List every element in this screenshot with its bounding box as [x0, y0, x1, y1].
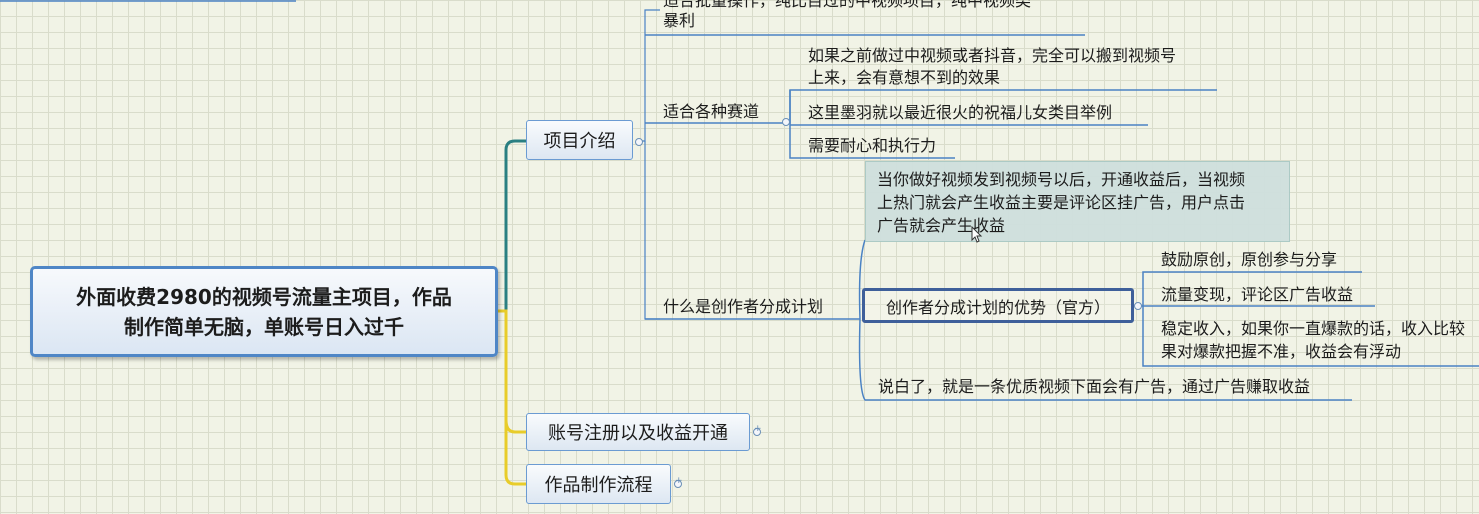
topic-summary[interactable]: 说白了，就是一条优质视频下面会有广告，通过广告赚取收益 [878, 377, 1311, 396]
root-topic[interactable]: 外面收费2980的视频号流量主项目，作品 制作简单无脑，单账号日入过千 [30, 266, 498, 357]
branch-workflow-label: 作品制作流程 [544, 475, 653, 496]
topic-creator-advantage-label: 创作者分成计划的优势（官方） [885, 297, 1110, 317]
topic-all-tracks[interactable]: 适合各种赛道 [663, 102, 760, 121]
mouse-cursor-icon [971, 226, 983, 243]
topic-traffic-monetize[interactable]: 流量变现，评论区广告收益 [1161, 285, 1354, 304]
highlighted-topic-background [865, 161, 1290, 242]
topic-revenue-explain-line2: 上热门就会产生收益主要是评论区挂广告，用户点击 [877, 193, 1246, 212]
topic-blessing-example[interactable]: 这里墨羽就以最近很火的祝福儿女类目举例 [808, 103, 1113, 122]
topic-revenue-explain[interactable]: 当你做好视频发到视频号以后，开通收益后，当视频 上热门就会产生收益主要是评论区挂… [877, 168, 1287, 237]
branch-project-intro-label: 项目介绍 [543, 131, 616, 152]
expand-toggle-icon[interactable] [753, 424, 762, 436]
topic-revenue-explain-line1: 当你做好视频发到视频号以后，开通收益后，当视频 [877, 170, 1246, 189]
expand-toggle-icon[interactable] [674, 476, 683, 488]
topic-creator-plan[interactable]: 什么是创作者分成计划 [663, 297, 824, 316]
root-topic-line2: 制作简单无脑，单账号日入过千 [123, 314, 404, 339]
branch-account-register-label: 账号注册以及收益开通 [548, 423, 728, 444]
topic-migrate-videos[interactable]: 如果之前做过中视频或者抖音，完全可以搬到视频号 [808, 46, 1177, 65]
root-topic-line1: 外面收费2980的视频号流量主项目，作品 [76, 284, 452, 309]
topic-revenue-explain-line3: 广告就会产生收益 [877, 216, 1006, 235]
branch-account-register[interactable]: 账号注册以及收益开通 [526, 413, 750, 451]
collapse-toggle-icon[interactable] [782, 118, 790, 126]
branch-workflow[interactable]: 作品制作流程 [526, 464, 671, 504]
branch-project-intro[interactable]: 项目介绍 [526, 120, 633, 160]
collapse-toggle-icon[interactable] [1134, 302, 1142, 310]
topic-batch-operation[interactable]: 适合批量操作，纯比目过的中视频项目，纯中视频类 [663, 0, 1032, 10]
collapse-toggle-icon[interactable] [635, 138, 643, 146]
topic-batch-operation-line2: 暴利 [663, 11, 696, 30]
topic-stable-income-line2: 果对爆款把握不准，收益会有浮动 [1161, 342, 1402, 361]
topic-patience[interactable]: 需要耐心和执行力 [808, 136, 937, 155]
topic-stable-income[interactable]: 稳定收入，如果你一直爆款的话，收入比较 [1161, 319, 1466, 338]
topic-encourage-original[interactable]: 鼓励原创，原创参与分享 [1161, 250, 1338, 269]
topic-creator-advantage[interactable]: 创作者分成计划的优势（官方） [862, 288, 1134, 323]
topic-migrate-videos-line2: 上来，会有意想不到的效果 [808, 68, 1001, 87]
